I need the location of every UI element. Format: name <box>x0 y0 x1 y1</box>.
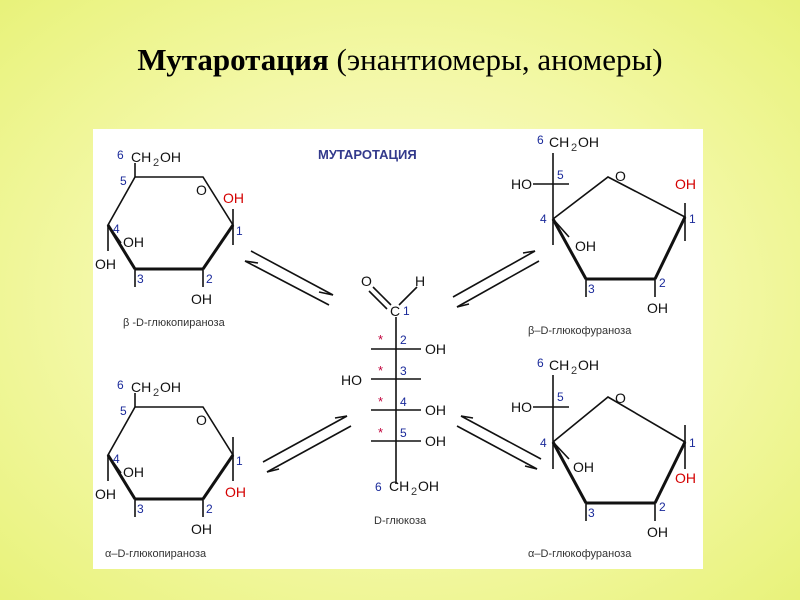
bf-num-1: 1 <box>689 212 696 226</box>
oc-oh-5: OH <box>425 433 446 449</box>
oc-star-5: * <box>378 425 383 440</box>
bp-oh-4: OH <box>95 256 116 272</box>
bp-oh-6: OH <box>160 149 181 165</box>
oc-star-3: * <box>378 363 383 378</box>
bf-sub2: 2 <box>571 142 577 154</box>
bf-oh-1: OH <box>675 176 696 192</box>
caption-alpha-pyranose: α–D-глюкопираноза <box>105 548 207 560</box>
bf-oh-3: OH <box>575 238 596 254</box>
caption-open-chain: D-глюкоза <box>374 515 427 527</box>
bf-num-5: 5 <box>557 168 564 182</box>
af-num-1: 1 <box>689 436 696 450</box>
bf-num-4: 4 <box>540 212 547 226</box>
beta-furanose-structure <box>533 153 687 297</box>
mutarotation-diagram: МУТАРОТАЦИЯ 6 CH 2 OH 5 O OH 1 4 OH OH 3… <box>95 133 696 560</box>
ap-ch2: CH <box>131 379 151 395</box>
slide-title: Мутаротация (энантиомеры, аномеры) <box>0 42 800 78</box>
oc-num-2: 2 <box>400 333 407 347</box>
ap-ring-o: O <box>196 412 207 428</box>
ap-oh-2: OH <box>191 521 212 537</box>
oc-aldehyde-o: O <box>361 273 372 289</box>
af-ho-5: HO <box>511 399 532 415</box>
bp-num-1: 1 <box>236 224 243 238</box>
ap-sub2: 2 <box>153 387 159 399</box>
oc-oh-2: OH <box>425 341 446 357</box>
ap-num-1: 1 <box>236 454 243 468</box>
caption-alpha-furanose: α–D-глюкофураноза <box>528 548 632 560</box>
oc-oh-6: OH <box>418 478 439 494</box>
af-num-3: 3 <box>588 506 595 520</box>
oc-star-2: * <box>378 332 383 347</box>
af-num-4: 4 <box>540 436 547 450</box>
oc-star-4: * <box>378 394 383 409</box>
oc-ch2: CH <box>389 478 409 494</box>
slide-title-rest: (энантиомеры, аномеры) <box>336 42 663 77</box>
bf-num-3: 3 <box>588 282 595 296</box>
equilibrium-arrow-top-right <box>452 250 540 308</box>
bp-num-5: 5 <box>120 174 127 188</box>
oc-num-3: 3 <box>400 364 407 378</box>
af-oh-6: OH <box>578 357 599 373</box>
slide-title-bold: Мутаротация <box>137 42 329 77</box>
oc-oh-4: OH <box>425 402 446 418</box>
af-oh-2: OH <box>647 524 668 540</box>
bp-oh-2: OH <box>191 291 212 307</box>
beta-pyranose-structure <box>106 163 235 287</box>
af-ring-o: O <box>615 390 626 406</box>
bp-sub2: 2 <box>153 157 159 169</box>
bp-num-3: 3 <box>137 272 144 286</box>
bp-num-2: 2 <box>206 272 213 286</box>
bf-ho-5: HO <box>511 176 532 192</box>
oc-sub2: 2 <box>411 486 417 498</box>
af-num-5: 5 <box>557 390 564 404</box>
diagram-panel: МУТАРОТАЦИЯ 6 CH 2 OH 5 O OH 1 4 OH OH 3… <box>93 129 703 569</box>
oc-num-1: 1 <box>403 304 410 318</box>
ap-num-5: 5 <box>120 404 127 418</box>
ap-num-6: 6 <box>117 378 124 392</box>
caption-beta-pyranose: β -D-глюкопираноза <box>123 317 226 329</box>
oc-num-5: 5 <box>400 426 407 440</box>
bp-oh-1: OH <box>223 190 244 206</box>
equilibrium-arrow-top-left <box>244 250 334 306</box>
ap-num-2: 2 <box>206 502 213 516</box>
bf-num-2: 2 <box>659 276 666 290</box>
oc-carbon-1: C <box>390 303 400 319</box>
bp-oh-3: OH <box>123 234 144 250</box>
bp-ring-o: O <box>196 182 207 198</box>
af-num-6: 6 <box>537 356 544 370</box>
diagram-heading: МУТАРОТАЦИЯ <box>318 147 417 162</box>
bp-ch2: CH <box>131 149 151 165</box>
af-sub2: 2 <box>571 365 577 377</box>
oc-num-6: 6 <box>375 480 382 494</box>
oc-num-4: 4 <box>400 395 407 409</box>
ap-oh-1: OH <box>225 484 246 500</box>
af-oh-1: OH <box>675 470 696 486</box>
caption-beta-furanose: β–D-глюкофураноза <box>528 325 632 337</box>
af-oh-3: OH <box>573 459 594 475</box>
ap-oh-4: OH <box>95 486 116 502</box>
bp-num-4: 4 <box>113 222 120 236</box>
alpha-pyranose-structure <box>106 393 235 517</box>
alpha-furanose-structure <box>533 375 687 521</box>
ap-num-4: 4 <box>113 452 120 466</box>
ap-oh-3: OH <box>123 464 144 480</box>
equilibrium-arrow-bottom-right <box>456 415 542 470</box>
bf-oh-2: OH <box>647 300 668 316</box>
af-ch2: CH <box>549 357 569 373</box>
oc-aldehyde-h: H <box>415 273 425 289</box>
open-chain-structure <box>368 286 421 484</box>
ap-oh-6: OH <box>160 379 181 395</box>
bf-ch2: CH <box>549 134 569 150</box>
oc-ho-3: HO <box>341 372 362 388</box>
bp-num-6: 6 <box>117 148 124 162</box>
af-num-2: 2 <box>659 500 666 514</box>
equilibrium-arrow-bottom-left <box>262 415 352 473</box>
bf-num-6: 6 <box>537 133 544 147</box>
bf-oh-6: OH <box>578 134 599 150</box>
ap-num-3: 3 <box>137 502 144 516</box>
bf-ring-o: O <box>615 168 626 184</box>
